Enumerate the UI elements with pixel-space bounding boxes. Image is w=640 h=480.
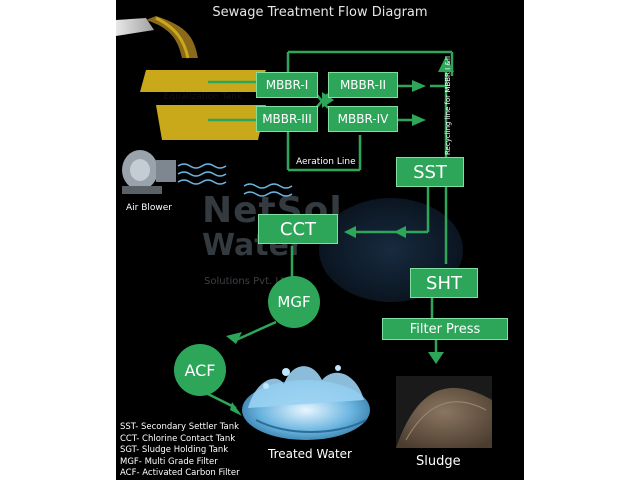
abbreviation-legend: SST- Secondary Settler Tank CCT- Chlorin… xyxy=(120,422,240,480)
treated-water-label: Treated Water xyxy=(268,447,352,461)
node-mbbr-4: MBBR-IV xyxy=(328,106,398,132)
node-mgf: MGF xyxy=(268,276,320,328)
node-sst: SST xyxy=(396,157,464,187)
diagram-canvas: NetSol Water Solutions Pvt. Ltd. xyxy=(116,0,524,480)
equalization-tank-top xyxy=(140,70,266,92)
node-mbbr-2: MBBR-II xyxy=(328,72,398,98)
inflow-pipe-picture xyxy=(116,16,198,59)
node-filter-press: Filter Press xyxy=(382,318,508,340)
node-mbbr-3: MBBR-III xyxy=(256,106,318,132)
legend-item: SGT- Sludge Holding Tank xyxy=(120,445,229,455)
sludge-pile-picture xyxy=(396,376,492,448)
node-acf: ACF xyxy=(174,344,226,396)
treated-water-splash xyxy=(242,365,370,440)
aeration-line-label: Aeration Line xyxy=(296,157,356,167)
node-cct: CCT xyxy=(258,214,338,244)
node-mbbr-1: MBBR-I xyxy=(256,72,318,98)
equalization-tank-bottom xyxy=(156,105,266,140)
air-blower-label: Air Blower xyxy=(126,203,172,213)
node-sht: SHT xyxy=(410,268,478,298)
equalization-tank-label: Equalization Tank xyxy=(163,92,243,102)
legend-item: MGF- Multi Grade Filter xyxy=(120,456,218,467)
sludge-label: Sludge xyxy=(416,454,461,469)
diagram-title: Sewage Treatment Flow Diagram xyxy=(212,5,428,20)
legend-item: CCT- Chlorine Contact Tank xyxy=(120,433,236,444)
air-blower-picture xyxy=(122,150,176,194)
flow-connectors xyxy=(116,16,492,448)
legend-item: ACF- Activated Carbon Filter xyxy=(120,468,240,478)
air-waves xyxy=(177,163,293,197)
recycling-line-label: Recycling line for MBBR I &II xyxy=(444,55,452,155)
watermark-solutions: Solutions Pvt. Ltd. xyxy=(204,276,295,287)
legend-item: SST- Secondary Settler Tank xyxy=(120,422,240,432)
